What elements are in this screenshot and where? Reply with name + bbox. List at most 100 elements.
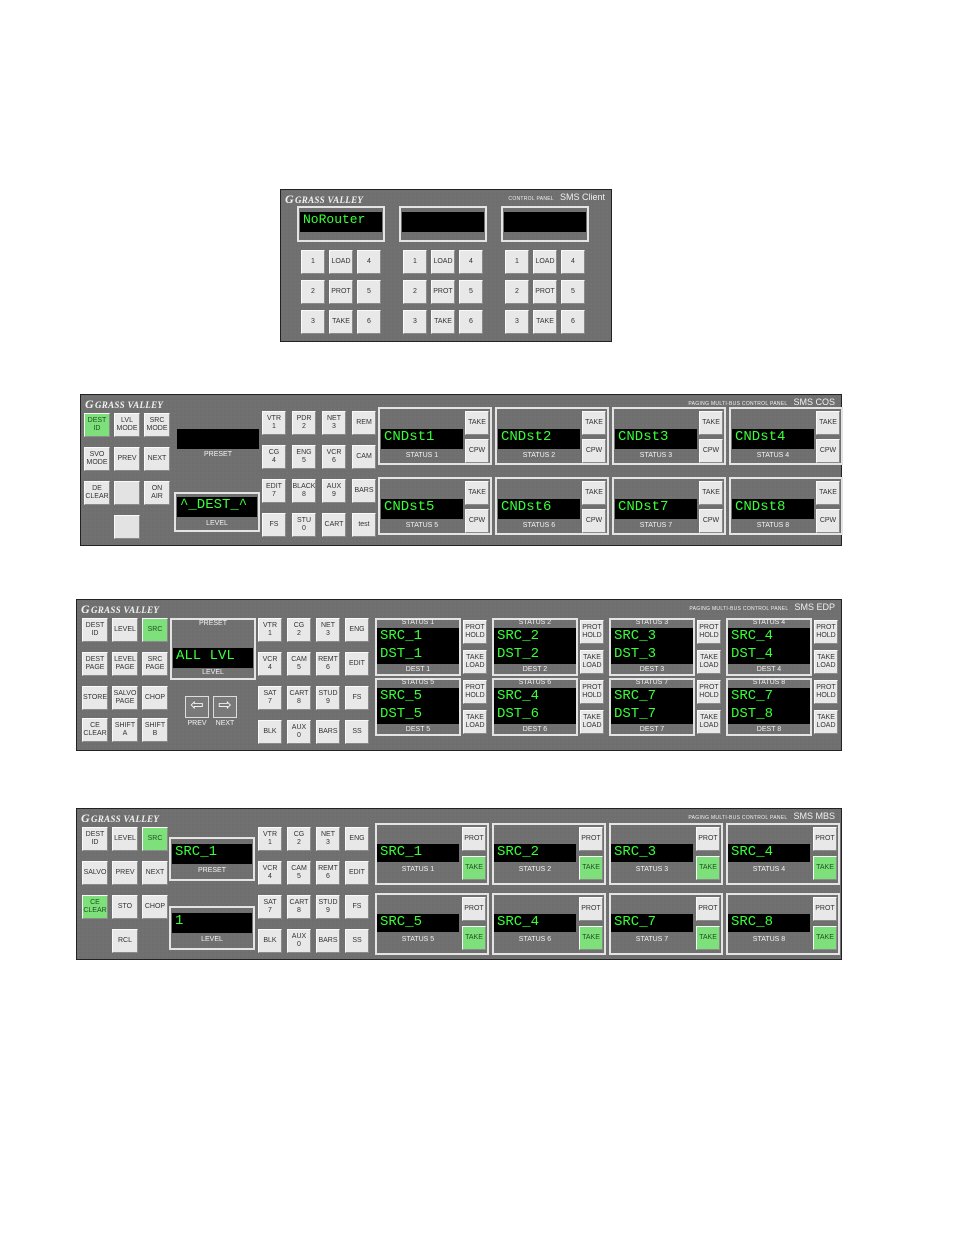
- keypad-button-cam-5[interactable]: CAM 5: [287, 652, 311, 676]
- prev-arrow-icon[interactable]: ⇦: [185, 696, 209, 718]
- keypad-button-load[interactable]: LOAD: [533, 250, 557, 274]
- on-air-button[interactable]: ON AIR: [144, 481, 170, 505]
- take-button[interactable]: TAKE: [462, 856, 486, 880]
- keypad-button-fs[interactable]: FS: [262, 513, 286, 537]
- keypad-button-take[interactable]: TAKE: [533, 310, 557, 334]
- take-button[interactable]: TAKE: [579, 926, 603, 950]
- keypad-button-4[interactable]: 4: [459, 250, 483, 274]
- sto-button[interactable]: STO: [112, 895, 138, 919]
- prot-hold-button[interactable]: PROT HOLD: [697, 620, 721, 644]
- salvo-page-button[interactable]: SALVO PAGE: [112, 686, 138, 710]
- keypad-button-vtr-1[interactable]: VTR 1: [258, 827, 282, 851]
- keypad-button-remt-6[interactable]: REMT 6: [316, 861, 340, 885]
- rcl-button[interactable]: RCL: [112, 929, 138, 953]
- keypad-button-blk[interactable]: BLK: [258, 929, 282, 953]
- keypad-button-edit[interactable]: EDIT: [345, 861, 369, 885]
- keypad-button-rem[interactable]: REM: [352, 411, 376, 435]
- keypad-button-3[interactable]: 3: [403, 310, 427, 334]
- take-button[interactable]: TAKE: [582, 481, 606, 505]
- keypad-button-cart-8[interactable]: CART 8: [287, 895, 311, 919]
- prot-button[interactable]: PROT: [813, 827, 837, 851]
- keypad-button-net-3[interactable]: NET 3: [316, 618, 340, 642]
- keypad-button-5[interactable]: 5: [459, 280, 483, 304]
- prot-hold-button[interactable]: PROT HOLD: [463, 680, 487, 704]
- prot-button[interactable]: PROT: [813, 897, 837, 921]
- keypad-button-4[interactable]: 4: [561, 250, 585, 274]
- prev-button[interactable]: PREV: [112, 861, 138, 885]
- prot-hold-button[interactable]: PROT HOLD: [697, 680, 721, 704]
- keypad-button-2[interactable]: 2: [301, 280, 325, 304]
- src-mode-button[interactable]: SRC MODE: [144, 413, 170, 437]
- keypad-button-eng[interactable]: ENG: [345, 618, 369, 642]
- take-load-button[interactable]: TAKE LOAD: [697, 710, 721, 734]
- prot-hold-button[interactable]: PROT HOLD: [580, 620, 604, 644]
- keypad-button-2[interactable]: 2: [505, 280, 529, 304]
- take-button[interactable]: TAKE: [816, 411, 840, 435]
- prot-button[interactable]: PROT: [579, 827, 603, 851]
- take-button[interactable]: TAKE: [465, 411, 489, 435]
- src-button[interactable]: SRC: [142, 827, 168, 851]
- take-button[interactable]: TAKE: [579, 856, 603, 880]
- prot-hold-button[interactable]: PROT HOLD: [463, 620, 487, 644]
- take-button[interactable]: TAKE: [816, 481, 840, 505]
- cpw-button[interactable]: CPW: [582, 439, 606, 463]
- keypad-button-6[interactable]: 6: [459, 310, 483, 334]
- keypad-button-load[interactable]: LOAD: [329, 250, 353, 274]
- cpw-button[interactable]: CPW: [465, 439, 489, 463]
- keypad-button-ss[interactable]: SS: [345, 929, 369, 953]
- level-button[interactable]: LEVEL: [112, 618, 138, 642]
- keypad-button-fs[interactable]: FS: [345, 686, 369, 710]
- keypad-button-5[interactable]: 5: [357, 280, 381, 304]
- keypad-button-stu-0[interactable]: STU 0: [292, 513, 316, 537]
- shift-b-button[interactable]: SHIFT B: [142, 718, 168, 742]
- take-load-button[interactable]: TAKE LOAD: [814, 650, 838, 674]
- keypad-button-test[interactable]: test: [352, 513, 376, 537]
- keypad-button-net-3[interactable]: NET 3: [316, 827, 340, 851]
- keypad-button-edit-7[interactable]: EDIT 7: [262, 479, 286, 503]
- level-page-button[interactable]: LEVEL PAGE: [112, 652, 138, 676]
- take-button[interactable]: TAKE: [813, 926, 837, 950]
- cpw-button[interactable]: CPW: [582, 509, 606, 533]
- take-load-button[interactable]: TAKE LOAD: [814, 710, 838, 734]
- shift-a-button[interactable]: SHIFT A: [112, 718, 138, 742]
- keypad-button-6[interactable]: 6: [561, 310, 585, 334]
- next-arrow-icon[interactable]: ⇨: [213, 696, 237, 718]
- keypad-button-fs[interactable]: FS: [345, 895, 369, 919]
- keypad-button-net-3[interactable]: NET 3: [322, 411, 346, 435]
- keypad-button-3[interactable]: 3: [301, 310, 325, 334]
- prot-button[interactable]: PROT: [462, 897, 486, 921]
- keypad-button-stud-9[interactable]: STUD 9: [316, 895, 340, 919]
- level-button[interactable]: LEVEL: [112, 827, 138, 851]
- keypad-button-cart-8[interactable]: CART 8: [287, 686, 311, 710]
- keypad-button-1[interactable]: 1: [301, 250, 325, 274]
- store-button[interactable]: STORE: [82, 686, 108, 710]
- keypad-button-eng-5[interactable]: ENG 5: [292, 445, 316, 469]
- keypad-button-prot[interactable]: PROT: [329, 280, 353, 304]
- keypad-button-5[interactable]: 5: [561, 280, 585, 304]
- keypad-button-sat-7[interactable]: SAT 7: [258, 686, 282, 710]
- keypad-button-cart[interactable]: CART: [322, 513, 346, 537]
- keypad-button-aux-9[interactable]: AUX 9: [322, 479, 346, 503]
- blank-button[interactable]: [114, 515, 140, 539]
- take-button[interactable]: TAKE: [699, 481, 723, 505]
- prot-button[interactable]: PROT: [696, 897, 720, 921]
- take-button[interactable]: TAKE: [582, 411, 606, 435]
- keypad-button-stud-9[interactable]: STUD 9: [316, 686, 340, 710]
- take-button[interactable]: TAKE: [462, 926, 486, 950]
- keypad-button-bars[interactable]: BARS: [316, 929, 340, 953]
- cpw-button[interactable]: CPW: [816, 509, 840, 533]
- keypad-button-vcr-4[interactable]: VCR 4: [258, 652, 282, 676]
- take-load-button[interactable]: TAKE LOAD: [697, 650, 721, 674]
- keypad-button-2[interactable]: 2: [403, 280, 427, 304]
- prot-hold-button[interactable]: PROT HOLD: [814, 620, 838, 644]
- ce-clear-button[interactable]: CE CLEAR: [82, 895, 108, 919]
- lvl-mode-button[interactable]: LVL MODE: [114, 413, 140, 437]
- keypad-button-pdr-2[interactable]: PDR 2: [292, 411, 316, 435]
- keypad-button-bars[interactable]: BARS: [316, 720, 340, 744]
- keypad-button-vcr-6[interactable]: VCR 6: [322, 445, 346, 469]
- keypad-button-edit[interactable]: EDIT: [345, 652, 369, 676]
- prot-hold-button[interactable]: PROT HOLD: [814, 680, 838, 704]
- keypad-button-bars[interactable]: BARS: [352, 479, 376, 503]
- chop-button[interactable]: CHOP: [142, 686, 168, 710]
- keypad-button-remt-6[interactable]: REMT 6: [316, 652, 340, 676]
